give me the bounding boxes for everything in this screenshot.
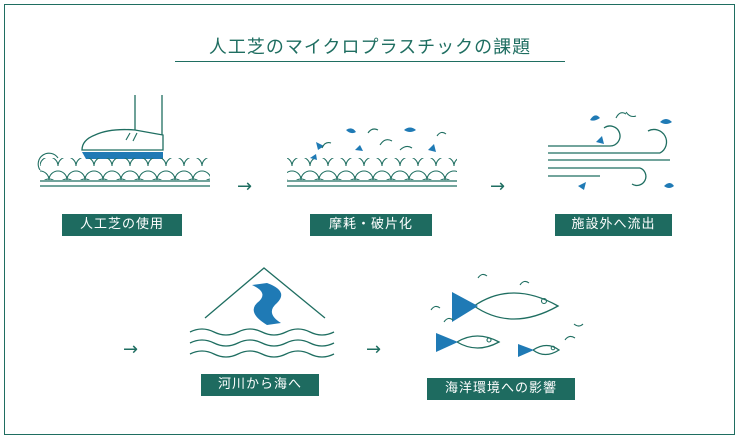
arrow-step4-to-step5: → <box>366 339 382 360</box>
river-to-sea-illustration <box>189 267 335 358</box>
step-label-outflow: 施設外へ流出 <box>555 214 672 236</box>
step-label-use: 人工芝の使用 <box>62 214 182 236</box>
title-underline <box>175 61 565 62</box>
marine-impact-illustration <box>430 273 584 357</box>
diagram-title: 人工芝のマイクロプラスチックの課題 <box>208 37 532 58</box>
step-label-river-to-sea: 河川から海へ <box>201 374 319 396</box>
step-label-marine-impact: 海洋環境への影響 <box>427 378 575 400</box>
turf-fragmentation-illustration <box>287 127 457 187</box>
arrow-step1-to-step2: → <box>237 176 253 197</box>
wind-outflow-illustration <box>548 111 674 190</box>
arrow-step3-to-step4: → <box>123 339 139 360</box>
arrow-step2-to-step3: → <box>490 176 506 197</box>
turf-with-shoe-illustration <box>37 95 210 187</box>
diagram-frame <box>4 4 735 435</box>
step-label-fragmentation: 摩耗・破片化 <box>310 214 432 236</box>
